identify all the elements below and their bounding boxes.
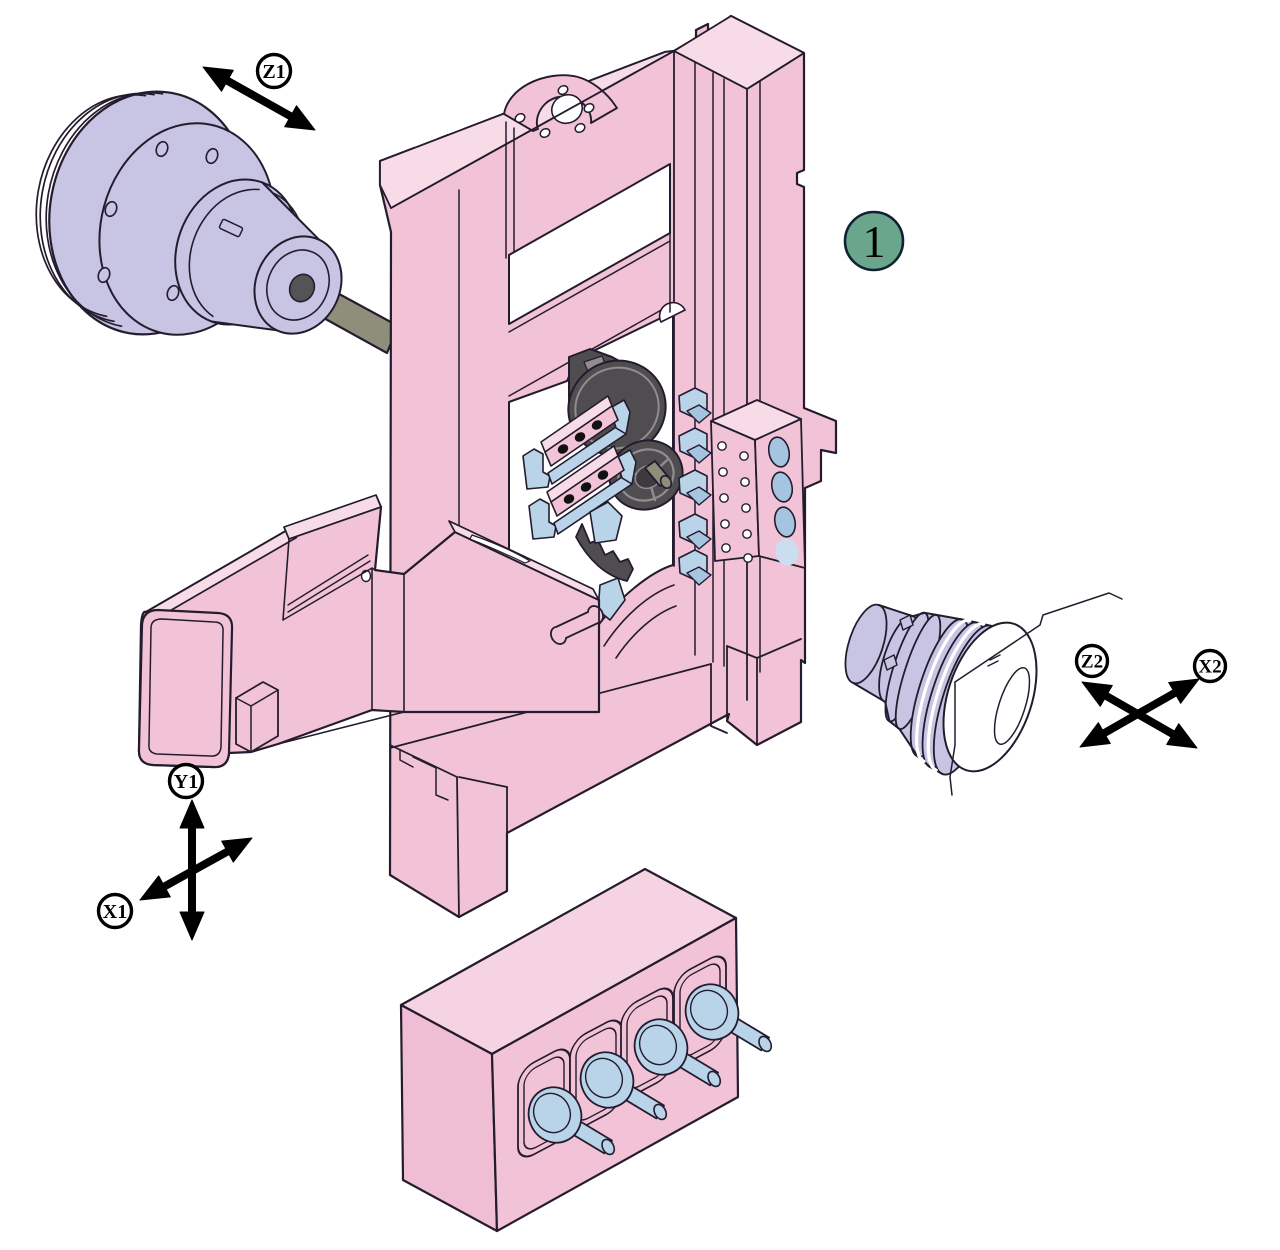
svg-text:X2: X2 bbox=[1198, 657, 1221, 678]
svg-text:X1: X1 bbox=[103, 901, 127, 923]
svg-text:Z1: Z1 bbox=[262, 61, 285, 83]
svg-text:Z2: Z2 bbox=[1081, 652, 1103, 673]
svg-text:Y1: Y1 bbox=[174, 771, 198, 793]
svg-text:1: 1 bbox=[863, 216, 886, 267]
